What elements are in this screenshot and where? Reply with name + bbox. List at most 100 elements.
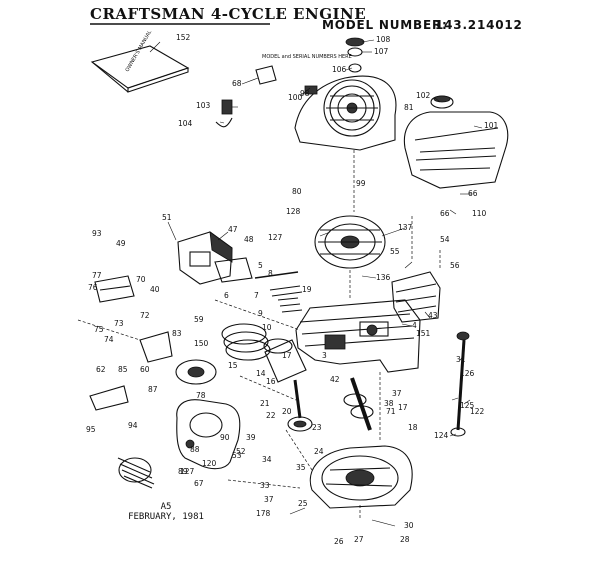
- part-number-108: 108: [376, 35, 391, 44]
- part-number-151: 151: [416, 329, 431, 338]
- model-label: MODEL NUMBER:: [322, 18, 448, 32]
- valve-parts: [254, 271, 303, 313]
- part-number-37: 37: [392, 389, 402, 398]
- part-number-51: 51: [162, 213, 172, 222]
- part-number-70: 70: [136, 275, 146, 284]
- part-number-152: 152: [176, 33, 191, 42]
- part-number-8: 8: [268, 269, 273, 278]
- part-number-18: 18: [408, 423, 418, 432]
- part-number-55: 55: [390, 247, 400, 256]
- part-number-53: 53: [232, 451, 242, 460]
- part-number-27: 27: [354, 535, 364, 544]
- owners-manual-book: OWNER'S MANUAL: [90, 29, 190, 93]
- part-number-30: 30: [404, 521, 414, 530]
- part-number-35: 35: [296, 463, 306, 472]
- manual-text: MODEL and SERIAL NUMBERS HERE: [262, 54, 352, 60]
- part-number-107: 107: [374, 47, 389, 56]
- part-number-5: 5: [258, 261, 263, 270]
- part-number-28: 28: [400, 535, 410, 544]
- part-number-81: 81: [404, 103, 414, 112]
- part-number-89: 89: [178, 467, 188, 476]
- part-number-102: 102: [416, 91, 431, 100]
- engine-base-sump: [309, 445, 413, 509]
- part-number-98: 98: [300, 89, 310, 98]
- part-number-75: 75: [94, 325, 104, 334]
- footer-date: FEBRUARY, 1981: [128, 512, 204, 522]
- part-number-40: 40: [150, 285, 160, 294]
- diagram-title: CRAFTSMAN 4-CYCLE ENGINE: [90, 5, 367, 23]
- dipstick-tube: [450, 331, 470, 437]
- part-number-104: 104: [178, 119, 193, 128]
- part-number-20: 20: [282, 407, 292, 416]
- part-number-17: 17: [282, 351, 292, 360]
- cylinder-head: [391, 271, 441, 323]
- part-number-120: 120: [202, 459, 217, 468]
- serial-number-tag: [255, 65, 277, 85]
- fuel-tank: [403, 95, 509, 189]
- part-number-128: 128: [286, 207, 301, 216]
- part-number-178: 178: [256, 509, 271, 518]
- part-number-127: 127: [180, 467, 195, 476]
- connecting-rod: [287, 379, 313, 432]
- part-number-16: 16: [266, 377, 276, 386]
- part-number-22: 22: [266, 411, 276, 420]
- part-number-83: 83: [172, 329, 182, 338]
- part-number-94: 94: [128, 421, 138, 430]
- part-number-21: 21: [260, 399, 270, 408]
- part-number-56: 56: [450, 261, 460, 270]
- part-number-95: 95: [86, 425, 96, 434]
- starter-spring: [117, 457, 155, 489]
- part-number-17: 17: [398, 403, 408, 412]
- part-number-125: 125: [460, 401, 475, 410]
- part-number-39: 39: [246, 433, 256, 442]
- part-number-19: 19: [302, 285, 312, 294]
- part-number-3: 3: [322, 351, 327, 360]
- part-number-126: 126: [460, 369, 475, 378]
- part-number-76: 76: [88, 283, 98, 292]
- part-number-77: 77: [92, 271, 102, 280]
- part-number-4: 4: [412, 321, 417, 330]
- part-number-15: 15: [228, 361, 238, 370]
- part-number-74: 74: [104, 335, 114, 344]
- part-number-24: 24: [314, 447, 324, 456]
- control-bracket: [94, 275, 135, 303]
- blower-housing: [294, 75, 397, 151]
- part-number-72: 72: [140, 311, 150, 320]
- diagram-footer: A5 FEBRUARY, 1981: [116, 502, 216, 522]
- part-number-100: 100: [288, 93, 303, 102]
- part-number-60: 60: [140, 365, 150, 374]
- part-number-80: 80: [292, 187, 302, 196]
- part-number-66: 66: [440, 209, 450, 218]
- part-number-54: 54: [440, 235, 450, 244]
- part-number-124: 124: [434, 431, 449, 440]
- assembly-guide-lines: [77, 150, 441, 520]
- part-number-31: 31: [456, 355, 466, 364]
- part-number-67: 67: [194, 479, 204, 488]
- part-number-9: 9: [258, 309, 263, 318]
- part-number-37: 37: [264, 495, 274, 504]
- carburetor-air-box: [177, 231, 253, 285]
- part-number-26: 26: [334, 537, 344, 546]
- part-number-48: 48: [244, 235, 254, 244]
- part-number-78: 78: [196, 391, 206, 400]
- footer-code: A5: [160, 502, 172, 512]
- part-number-122: 122: [470, 407, 485, 416]
- part-number-90: 90: [220, 433, 230, 442]
- part-number-150: 150: [194, 339, 209, 348]
- part-number-85: 85: [118, 365, 128, 374]
- part-number-99: 99: [356, 179, 366, 188]
- part-number-87: 87: [148, 385, 158, 394]
- part-number-6: 6: [224, 291, 229, 300]
- lower-bracket: [89, 385, 129, 411]
- part-number-23: 23: [312, 423, 322, 432]
- part-number-38: 38: [384, 399, 394, 408]
- part-number-7: 7: [254, 291, 259, 300]
- part-number-52: 52: [236, 447, 246, 456]
- part-number-106: 106: [332, 65, 347, 74]
- governor-assembly: [139, 331, 217, 385]
- part-number-71: 71: [386, 407, 396, 416]
- part-number-101: 101: [484, 121, 499, 130]
- part-number-73: 73: [114, 319, 124, 328]
